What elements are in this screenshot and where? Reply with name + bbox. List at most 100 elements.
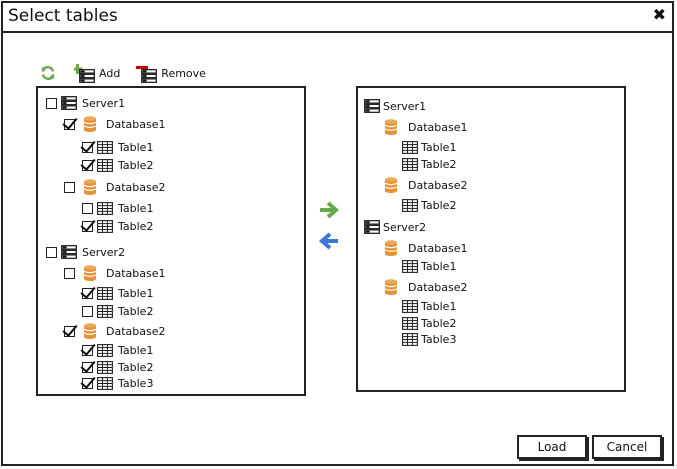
tree-row-s1-db1-table2[interactable]: Table2 [82,157,153,173]
database-icon [384,279,398,295]
s1-db2-table1-label: Table1 [118,201,154,215]
server1-checkbox[interactable] [46,97,57,109]
s2-database2-checkbox[interactable] [64,325,75,337]
database-icon [384,119,398,135]
selected-row-s1-db1-table2[interactable]: Table2 [402,156,456,172]
database-icon [83,179,97,195]
s1-db1-table1-checkbox[interactable] [82,141,93,153]
selected-s1-db2-table2-label: Table2 [421,198,457,212]
s2-db1-table2-checkbox[interactable] [82,305,93,317]
move-left-arrow-icon[interactable] [318,231,340,251]
selected-row-s2-database1[interactable]: Database1 [384,240,468,256]
selected-row-server1[interactable]: Server1 [364,98,426,114]
tree-row-s1-db1-table1[interactable]: Table1 [82,139,153,155]
tree-row-s2-db1-table2[interactable]: Table2 [82,303,153,319]
tree-row-server1[interactable]: Server1 [46,95,125,111]
selected-tree-panel[interactable]: Server1 Database1 Table1 Table2 Database… [356,86,626,392]
s1-db2-table1-checkbox[interactable] [82,202,93,214]
cancel-button[interactable]: Cancel [592,435,662,459]
selected-s2-db2-table1-label: Table1 [421,299,457,313]
s2-db2-table3-label: Table3 [118,376,154,390]
tree-row-s1-database2[interactable]: Database2 [64,179,166,195]
selected-row-s2-database2[interactable]: Database2 [384,279,468,295]
s2-db2-table3-checkbox[interactable] [82,377,93,389]
table-icon [97,377,113,390]
table-icon [97,159,113,172]
selected-s1-database2-label: Database2 [408,178,468,192]
s2-db1-table1-checkbox[interactable] [82,287,93,299]
selected-s2-db2-table3-label: Table3 [421,332,457,346]
server2-checkbox[interactable] [46,246,57,258]
s2-db2-table1-checkbox[interactable] [82,344,93,356]
s1-db1-table2-checkbox[interactable] [82,159,93,171]
dialog-title: Select tables [8,6,118,26]
refresh-button[interactable] [40,65,56,81]
table-icon [402,333,418,346]
table-icon [402,199,418,212]
tree-row-s2-db2-table3[interactable]: Table3 [82,375,153,391]
selected-row-s2-db2-table2[interactable]: Table2 [402,315,456,331]
s2-db1-table1-label: Table1 [118,286,154,300]
selected-s1-db1-table1-label: Table1 [421,140,457,154]
selected-row-s2-db2-table3[interactable]: Table3 [402,331,456,347]
s2-database1-checkbox[interactable] [64,267,75,279]
selected-row-s1-db1-table1[interactable]: Table1 [402,139,456,155]
table-icon [402,300,418,313]
s1-database2-checkbox[interactable] [64,181,75,193]
tree-row-s2-db2-table1[interactable]: Table1 [82,342,153,358]
tree-row-s2-db1-table1[interactable]: Table1 [82,285,153,301]
s2-database1-label: Database1 [106,266,166,280]
s1-db2-table2-checkbox[interactable] [82,220,93,232]
remove-server-icon [136,66,158,83]
selected-s2-db2-table2-label: Table2 [421,316,457,330]
selected-s1-db1-table2-label: Table2 [421,157,457,171]
selected-s2-database2-label: Database2 [408,280,468,294]
move-right-arrow-icon[interactable] [318,200,340,220]
add-button[interactable]: Add [74,63,120,83]
source-tree-panel[interactable]: Server1 Database1 Table1 Table2 Database… [36,86,306,396]
s1-db2-table2-label: Table2 [118,219,154,233]
selected-server1-label: Server1 [383,99,427,113]
title-bar: Select tables ✖ [3,3,672,33]
table-icon [97,220,113,233]
tree-row-s1-db2-table2[interactable]: Table2 [82,218,153,234]
server-icon [364,99,380,113]
selected-row-s2-db1-table1[interactable]: Table1 [402,258,456,274]
add-button-label: Add [99,66,121,80]
selected-row-s1-db2-table2[interactable]: Table2 [402,197,456,213]
database-icon [384,240,398,256]
close-icon[interactable]: ✖ [652,5,666,24]
server-icon [61,245,77,259]
tree-row-s1-database1[interactable]: Database1 [64,116,166,132]
server-icon [364,220,380,234]
table-icon [402,158,418,171]
database-icon [83,323,97,339]
database-icon [83,116,97,132]
s1-db1-table2-label: Table2 [118,158,154,172]
table-icon [97,287,113,300]
table-icon [97,141,113,154]
tree-row-s2-database2[interactable]: Database2 [64,323,166,339]
server1-label: Server1 [82,96,126,110]
table-icon [402,317,418,330]
table-icon [402,141,418,154]
tree-row-s2-db2-table2[interactable]: Table2 [82,359,153,375]
load-button[interactable]: Load [517,435,587,459]
selected-row-server2[interactable]: Server2 [364,219,426,235]
tree-row-server2[interactable]: Server2 [46,244,125,260]
selected-server2-label: Server2 [383,220,427,234]
tree-row-s2-database1[interactable]: Database1 [64,265,166,281]
tree-row-s1-db2-table1[interactable]: Table1 [82,200,153,216]
server2-label: Server2 [82,245,126,259]
selected-row-s1-database1[interactable]: Database1 [384,119,468,135]
s2-db2-table2-label: Table2 [118,360,154,374]
s1-database2-label: Database2 [106,180,166,194]
selected-row-s1-database2[interactable]: Database2 [384,177,468,193]
s1-db1-table1-label: Table1 [118,140,154,154]
s2-db2-table2-checkbox[interactable] [82,361,93,373]
selected-row-s2-db2-table1[interactable]: Table1 [402,298,456,314]
database-icon [83,265,97,281]
selected-s1-database1-label: Database1 [408,120,468,134]
s1-database1-checkbox[interactable] [64,118,75,130]
remove-button[interactable]: Remove [136,63,206,83]
